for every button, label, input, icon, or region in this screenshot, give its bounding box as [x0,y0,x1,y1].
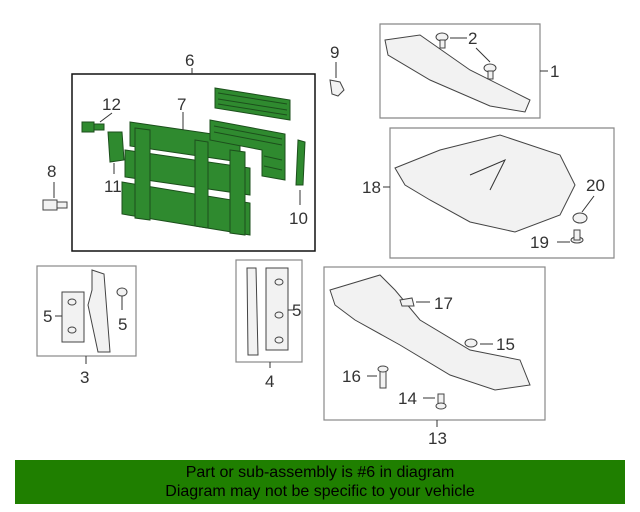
callout-12[interactable]: 12 [102,95,121,114]
clip-15-icon [464,338,478,348]
bolt-19-icon [570,229,584,244]
bolt-14-icon [435,393,447,410]
cover-1-box [379,23,541,119]
clip-20-icon [572,212,588,224]
callout-18[interactable]: 18 [362,178,381,197]
callout-11[interactable]: 11 [104,177,122,196]
pushpin-2b-icon [483,63,497,80]
cover-1-part [384,34,531,113]
callout-8[interactable]: 8 [47,162,56,181]
notice-banner: Part or sub-assembly is #6 in diagram Di… [15,460,625,504]
callout-3[interactable]: 3 [80,368,89,387]
bolt-5a-icon [67,298,77,334]
shield-18-box [389,127,615,259]
callout-5b[interactable]: 5 [118,315,127,334]
callout-7[interactable]: 7 [177,95,186,114]
callout-9[interactable]: 9 [330,43,339,62]
callout-4[interactable]: 4 [265,372,274,391]
callout-6[interactable]: 6 [185,51,194,70]
callout-2[interactable]: 2 [468,29,477,48]
callout-20[interactable]: 20 [586,176,605,195]
clip-9-part [329,79,345,97]
bolt-5c-icon [274,278,284,344]
callout-5c[interactable]: 5 [292,301,301,320]
clip-17-icon [399,297,415,307]
louvre-upper-part [214,87,291,121]
bolt-16-icon [377,365,389,389]
pushpin-2a-icon [435,32,449,49]
callout-1[interactable]: 1 [550,62,559,81]
motor-11-part [107,131,125,163]
louvre-lower-part [209,119,286,181]
callout-5a[interactable]: 5 [43,307,52,326]
deflector-3-part [87,269,111,353]
notice-line-1: Part or sub-assembly is #6 in diagram [185,464,455,481]
screw-12-part [81,121,105,133]
deflector-4-box [235,259,303,363]
bracket-10-part [295,139,306,186]
bolt-8-part [42,199,68,211]
under-shield-13-box [323,266,546,421]
assembly-6-box [71,73,316,252]
callout-15[interactable]: 15 [496,335,515,354]
shutter-frame-part [121,121,251,236]
callout-17[interactable]: 17 [434,294,453,313]
bolt-5b-icon [116,287,128,297]
callout-16[interactable]: 16 [342,367,361,386]
under-shield-13-part [329,274,531,391]
shield-18-part [394,134,576,233]
callout-14[interactable]: 14 [398,389,417,408]
callout-10[interactable]: 10 [289,209,308,228]
callout-13[interactable]: 13 [428,429,447,448]
callout-19[interactable]: 19 [530,233,549,252]
notice-line-2: Diagram may not be specific to your vehi… [165,483,475,500]
deflector-4-part [246,267,259,356]
